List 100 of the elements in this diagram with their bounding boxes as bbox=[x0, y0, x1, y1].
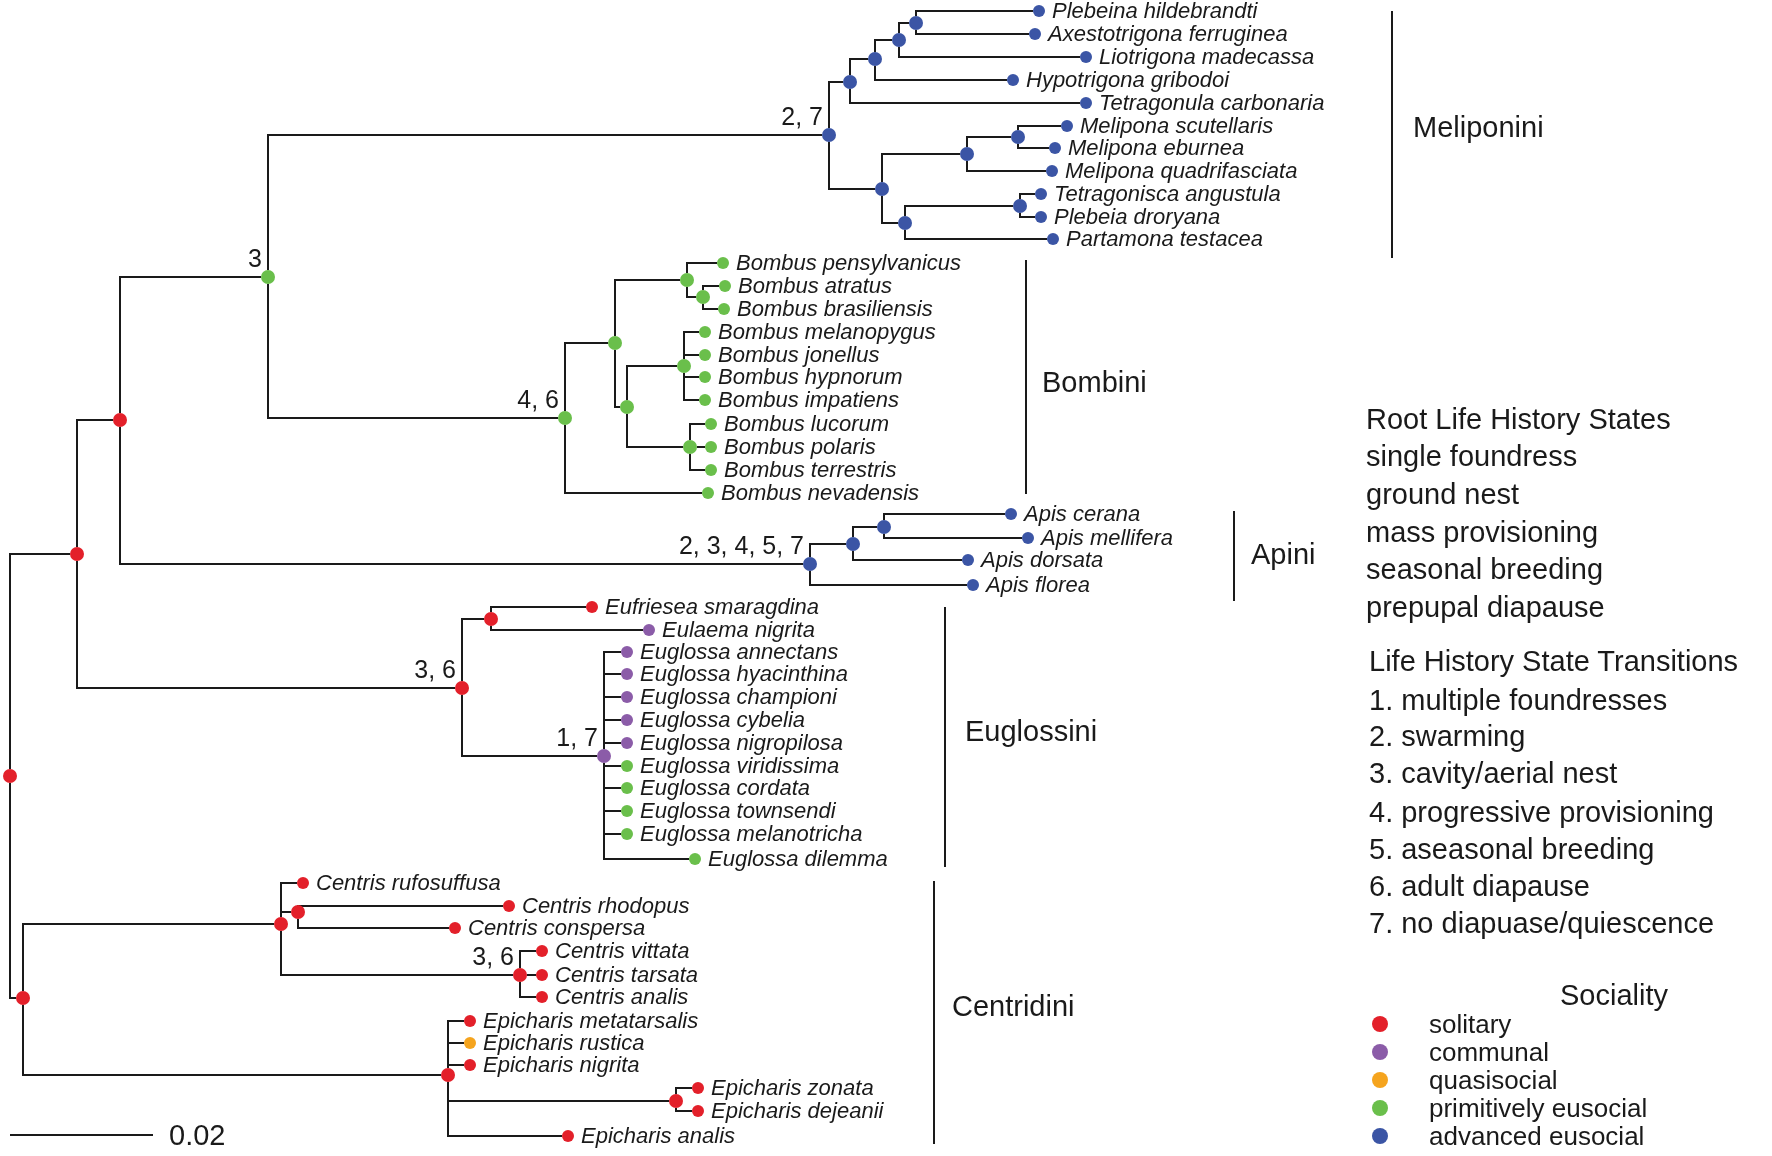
tree-branch bbox=[1017, 125, 1062, 131]
node-dot-icon bbox=[680, 273, 694, 287]
tree-branch bbox=[883, 533, 1023, 539]
species-name: Eulaema nigrita bbox=[662, 619, 815, 641]
tree-branch bbox=[297, 918, 450, 929]
species-name: Euglossa viridissima bbox=[640, 755, 840, 777]
tree-branch bbox=[119, 426, 804, 565]
tree-branch bbox=[267, 283, 559, 419]
tree-branch bbox=[564, 342, 609, 412]
tree-branch bbox=[279, 911, 292, 913]
tree-branch bbox=[280, 930, 514, 976]
tree-branch bbox=[602, 742, 622, 744]
list-item: prepupal diapause bbox=[1366, 590, 1605, 624]
species-name: Euglossa dilemma bbox=[708, 848, 888, 870]
tree-branch bbox=[22, 923, 275, 992]
legend-label: solitary bbox=[1429, 1010, 1512, 1038]
species-name: Epicharis analis bbox=[581, 1125, 736, 1147]
species-name: Epicharis dejeanii bbox=[711, 1100, 884, 1122]
node-dot-icon bbox=[909, 16, 923, 30]
tree-branch bbox=[446, 1135, 563, 1137]
node-dot-icon bbox=[70, 547, 84, 561]
tree-branch bbox=[602, 651, 622, 653]
node-dot-icon bbox=[291, 905, 305, 919]
tree-branch bbox=[602, 673, 622, 675]
tree-branch bbox=[447, 1019, 449, 1069]
node-dot-icon bbox=[484, 612, 498, 626]
tree-branch bbox=[602, 787, 622, 789]
species-name: Tetragonisca angustula bbox=[1054, 183, 1281, 205]
node-dot-icon bbox=[696, 290, 710, 304]
section-heading: Life History State Transitions bbox=[1369, 644, 1739, 678]
transition-label: 1, 7 bbox=[556, 724, 598, 750]
tree-branch bbox=[76, 419, 114, 548]
species-name: Bombus lucorum bbox=[724, 413, 890, 435]
tree-branch bbox=[119, 276, 262, 414]
tree-branch bbox=[915, 29, 1030, 35]
tree-branch bbox=[626, 365, 678, 401]
tree-branch bbox=[267, 134, 823, 271]
tree-branch bbox=[446, 1042, 465, 1044]
species-name: Partamona testacea bbox=[1066, 228, 1263, 250]
clade-name: Euglossini bbox=[965, 715, 1098, 747]
species-name: Bombus atratus bbox=[738, 275, 893, 297]
tree-branch bbox=[809, 543, 847, 558]
list-item: seasonal breeding bbox=[1366, 552, 1603, 586]
tree-branch bbox=[683, 372, 685, 402]
tree-branch bbox=[22, 1004, 442, 1076]
tree-branch bbox=[675, 1087, 693, 1095]
node-dot-icon bbox=[1013, 199, 1027, 213]
node-dot-icon bbox=[877, 520, 891, 534]
node-dot-icon bbox=[3, 769, 17, 783]
species-name: Epicharis metatarsalis bbox=[483, 1010, 699, 1032]
node-dot-icon bbox=[892, 33, 906, 47]
tree-branch bbox=[809, 570, 968, 586]
list-item: 1. multiple foundresses bbox=[1369, 683, 1668, 717]
list-item: 2. swarming bbox=[1369, 719, 1526, 753]
tree-branch bbox=[881, 153, 961, 183]
species-name: Centris rhodopus bbox=[522, 895, 690, 917]
node-dot-icon bbox=[677, 359, 691, 373]
species-name: Bombus jonellus bbox=[718, 344, 880, 366]
list-item: 6. adult diapause bbox=[1369, 869, 1590, 903]
node-dot-icon bbox=[441, 1068, 455, 1082]
node-dot-icon bbox=[669, 1094, 683, 1108]
tree-branch bbox=[874, 65, 1008, 81]
tree-branch bbox=[683, 330, 685, 360]
tree-branch bbox=[682, 399, 700, 401]
tree-branch bbox=[603, 650, 605, 750]
species-name: Epicharis zonata bbox=[711, 1077, 874, 1099]
tree-branch bbox=[602, 719, 622, 721]
list-item: 7. no diapuase/quiescence bbox=[1369, 906, 1715, 940]
tree-branch bbox=[490, 606, 587, 613]
tree-branch bbox=[702, 285, 720, 291]
species-name: Euglossa nigropilosa bbox=[640, 732, 844, 754]
species-name: Euglossa townsendi bbox=[640, 800, 836, 822]
tree-branch bbox=[852, 550, 963, 561]
node-dot-icon bbox=[898, 216, 912, 230]
legend-label: communal bbox=[1429, 1038, 1549, 1066]
species-name: Bombus impatiens bbox=[718, 389, 899, 411]
tree-branch bbox=[602, 765, 622, 767]
species-name: Plebeia droryana bbox=[1054, 206, 1221, 228]
tree-branch bbox=[849, 58, 869, 76]
transition-label: 3, 6 bbox=[414, 656, 456, 682]
tree-branch bbox=[689, 423, 706, 441]
tree-branch bbox=[874, 39, 893, 53]
list-item: 3. cavity/aerial nest bbox=[1369, 756, 1618, 790]
list-item: ground nest bbox=[1366, 477, 1520, 511]
tree-branch bbox=[602, 833, 622, 835]
tree-branch bbox=[519, 950, 537, 969]
species-name: Bombus terrestris bbox=[724, 459, 897, 481]
tree-branch bbox=[675, 1107, 693, 1112]
species-name: Euglossa cordata bbox=[640, 777, 810, 799]
species-name: Bombus nevadensis bbox=[721, 482, 920, 504]
tree-branch bbox=[686, 262, 718, 274]
tree-branch bbox=[602, 696, 622, 698]
tree-branch bbox=[461, 618, 485, 682]
tree-branch bbox=[828, 141, 876, 190]
tree-branch bbox=[966, 136, 1012, 148]
node-dot-icon bbox=[868, 52, 882, 66]
species-name: Bombus polaris bbox=[724, 436, 876, 458]
species-name: Apis florea bbox=[986, 574, 1090, 596]
species-name: Apis mellifera bbox=[1041, 527, 1174, 549]
tree-branch bbox=[280, 881, 282, 918]
